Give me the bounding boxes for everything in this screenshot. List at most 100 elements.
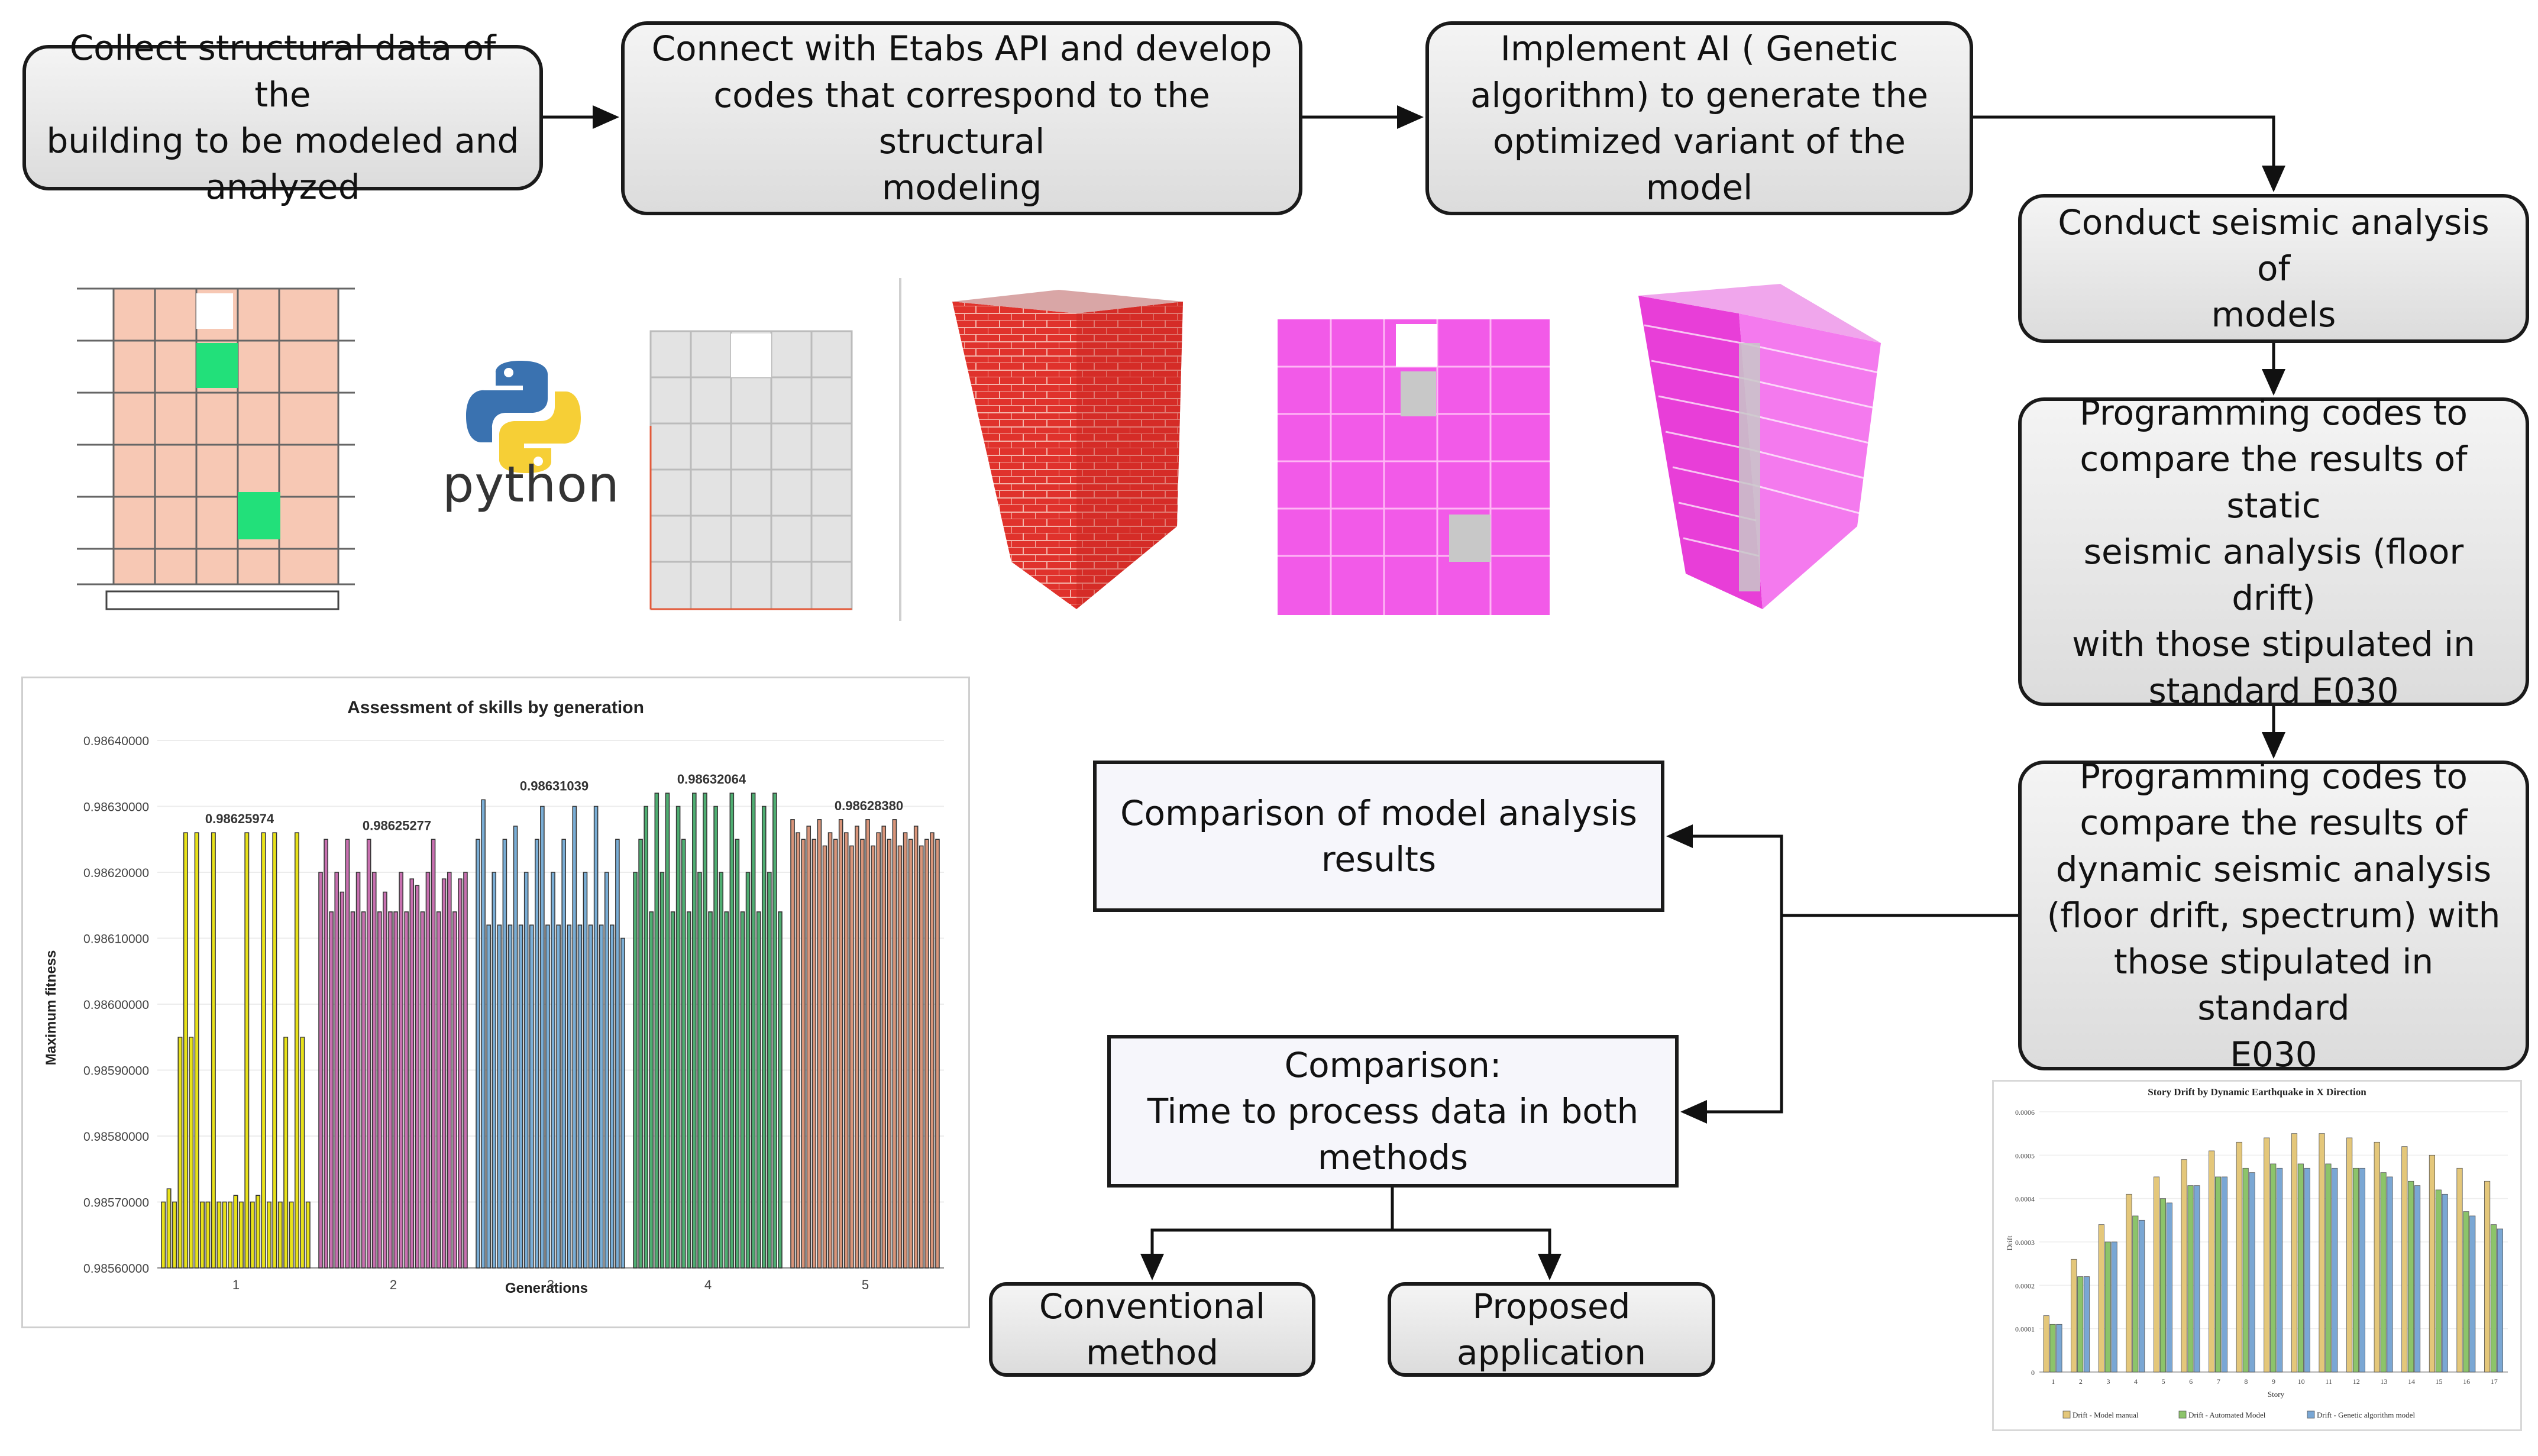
chart1-bar <box>908 839 913 1269</box>
proposed-application-text: Proposed application <box>1457 1286 1646 1373</box>
chart1-bar <box>228 1201 233 1269</box>
connect-etabs-text: Connect with Etabs API and develop codes… <box>651 28 1272 208</box>
chart1-ytick-label: 0.98600000 <box>83 998 149 1012</box>
chart1-bar <box>523 872 529 1269</box>
chart1-bar <box>876 832 881 1269</box>
chart1-bar <box>924 839 929 1269</box>
chart1-ytick-label: 0.98580000 <box>83 1130 149 1144</box>
chart2-bar <box>2153 1176 2160 1373</box>
chart1-bar <box>172 1201 177 1269</box>
chart1-bar <box>649 911 654 1269</box>
chart1-category-label: 4 <box>704 1277 712 1292</box>
chart1-bar <box>827 832 833 1269</box>
implement-ai-box: Implement AI ( Genetic algorithm) to gen… <box>1425 21 1973 215</box>
static-analysis-text: Programming codes to compare the results… <box>2072 392 2475 711</box>
chart2-legend-swatch <box>2062 1410 2071 1419</box>
chart1-bar <box>431 839 436 1269</box>
chart1-bar <box>340 891 345 1269</box>
chart2-bar <box>2104 1241 2111 1373</box>
chart2-category-label: 2 <box>2079 1377 2083 1386</box>
chart2-bar <box>2484 1180 2491 1373</box>
chart2-bar <box>2221 1176 2228 1373</box>
chart1-bar <box>811 839 817 1269</box>
chart1-bar <box>383 891 387 1269</box>
chart1-bar <box>855 826 859 1269</box>
chart1-xlabel: Generations <box>505 1280 588 1296</box>
chart1-bar <box>361 911 366 1269</box>
chart2-bar <box>2264 1137 2270 1373</box>
chart2-bar <box>2132 1215 2139 1373</box>
chart1-bar <box>822 845 827 1269</box>
chart1-bar <box>838 819 843 1269</box>
comparison-time-text: Comparison: Time to process data in both… <box>1147 1044 1639 1178</box>
conventional-method-text: Conventional method <box>1039 1286 1266 1373</box>
chart1-bar <box>713 805 718 1269</box>
chart1-bar <box>551 872 555 1269</box>
arrow-time-to-proposed <box>1392 1228 1561 1280</box>
chart1-bar <box>334 872 340 1269</box>
chart1-bar <box>436 911 441 1269</box>
chart1-bar <box>476 839 480 1269</box>
chart1-bar <box>266 1201 271 1269</box>
chart1-bar <box>272 832 277 1269</box>
chart1-bar <box>355 872 361 1269</box>
chart1-bar <box>583 872 588 1269</box>
chart1-bar <box>388 911 393 1269</box>
chart1-bar <box>849 845 854 1269</box>
chart1-bar <box>492 872 497 1269</box>
chart1-bar <box>761 805 767 1269</box>
chart1-bar <box>513 826 518 1269</box>
chart1-category-label: 5 <box>862 1277 869 1292</box>
chart1-bar <box>756 911 761 1269</box>
chart1-bar <box>463 872 468 1269</box>
chart1-bar <box>393 911 398 1269</box>
chart2-ytick-label: 0.0005 <box>2015 1151 2035 1160</box>
magenta-elevation-icon <box>1278 319 1550 615</box>
chart1-bar <box>305 1201 311 1269</box>
chart1-bar <box>529 924 534 1269</box>
chart1-bar <box>233 1195 238 1269</box>
chart2-bar <box>2304 1167 2310 1373</box>
chart2-category-label: 1 <box>2051 1377 2055 1386</box>
chart1-bar <box>556 924 561 1269</box>
chart2-bar <box>2126 1193 2132 1373</box>
dynamic-analysis-text: Programming codes to compare the results… <box>2046 756 2501 1075</box>
chart1-max-label: 0.98631039 <box>520 778 589 793</box>
chart1-bar <box>177 1037 183 1269</box>
chart2-bar <box>2249 1172 2255 1373</box>
chart1-bar <box>250 1201 255 1269</box>
chart2-legend-label: Drift - Automated Model <box>2188 1410 2266 1419</box>
chart1-max-label: 0.98625974 <box>205 811 274 826</box>
chart1-bar <box>238 1201 244 1269</box>
chart1-bar <box>409 878 415 1269</box>
chart1-ytick-label: 0.98560000 <box>83 1262 149 1276</box>
chart1-bar <box>751 792 756 1269</box>
chart1-bar <box>366 839 371 1269</box>
chart2-category-label: 9 <box>2272 1377 2275 1386</box>
arrow-branch-to-results <box>1666 824 1783 915</box>
static-analysis-box: Programming codes to compare the results… <box>2018 393 2529 711</box>
chart1-bar <box>481 799 486 1269</box>
chart1-bar <box>277 1201 283 1269</box>
chart1-bar <box>903 832 908 1269</box>
chart2-bar <box>2056 1324 2062 1373</box>
shear-wall-lower <box>238 492 280 539</box>
chart1-bar <box>458 878 463 1269</box>
chart1-bar <box>817 819 822 1269</box>
comparison-results-box: Comparison of model analysis results <box>1093 761 1664 912</box>
chart2-bar <box>2214 1176 2222 1373</box>
chart2-bar <box>2325 1163 2332 1373</box>
chart1-bar <box>801 839 806 1269</box>
chart1-bar <box>897 845 903 1269</box>
chart1-bar <box>843 832 849 1269</box>
chart1-bar <box>735 839 740 1269</box>
dynamic-analysis-box: Programming codes to compare the results… <box>2018 756 2529 1075</box>
chart2-bar <box>2071 1258 2077 1373</box>
chart1-ylabel: Maximum fitness <box>43 950 59 1066</box>
chart2-category-label: 4 <box>2134 1377 2138 1386</box>
chart1-bar <box>194 832 199 1269</box>
chart1-bar <box>404 911 409 1269</box>
chart1-bar <box>399 872 403 1269</box>
chart2-ylabel: Drift <box>2005 1235 2014 1251</box>
chart1-bar <box>708 911 713 1269</box>
